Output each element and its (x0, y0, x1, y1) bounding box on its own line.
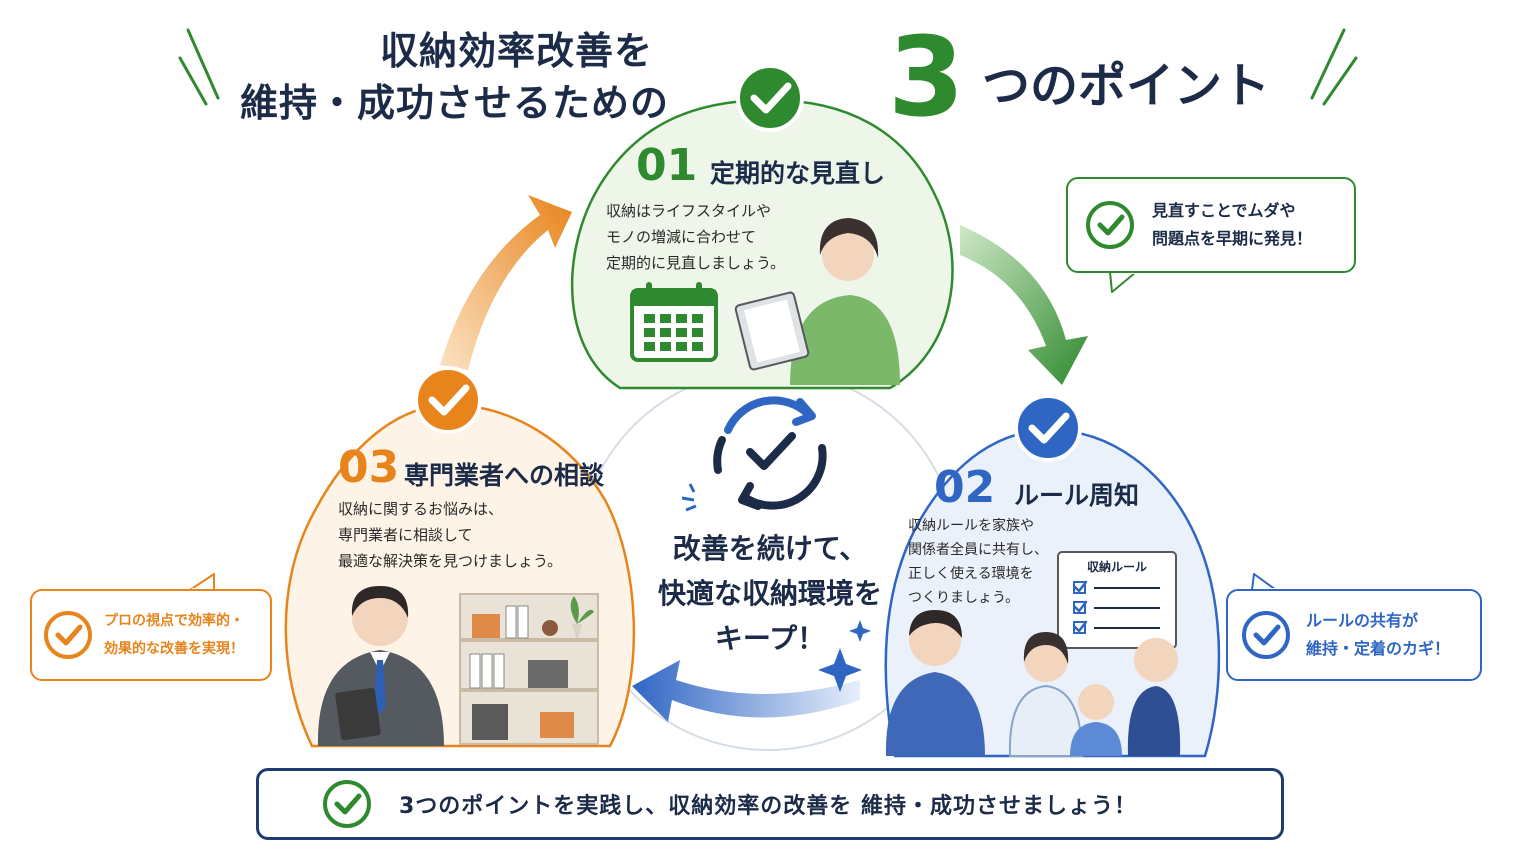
check-circle-icon (323, 780, 371, 828)
card-03-description: 収納に関するお悩みは、 専門業者に相談して 最適な解決策を見つけましょう。 (338, 496, 562, 574)
card-03-title: 専門業者への相談 (404, 461, 605, 490)
family-illustration (885, 610, 1181, 757)
card-01-check-icon (736, 64, 804, 132)
check-circle-icon (1086, 201, 1134, 249)
bottom-banner-text: 3つのポイントを実践し、収納効率の改善を 維持・成功させましょう！ (399, 794, 1137, 819)
callout-review: 見直すことでムダや 問題点を早期に発見！ (1066, 177, 1356, 273)
callout-pro-line: プロの視点で効率的・ (104, 613, 244, 629)
callout-rules-line: ルールの共有が (1306, 611, 1419, 630)
card-02-description: 収納ルールを家族や 関係者全員に共有し、 正しく使える環境を つくりましょう。 (908, 514, 1048, 610)
card-02-desc-line: 関係者全員に共有し、 (908, 542, 1048, 558)
cycle-arrows-icon (713, 396, 827, 510)
center-message-line: 改善を続けて、 (672, 532, 868, 565)
callout-review-line: 問題点を早期に発見！ (1152, 229, 1313, 248)
header-line-2: 維持・成功させるための (240, 81, 670, 125)
card-01-description: 収納はライフスタイルや モノの増減に合わせて 定期的に見直しましょう。 (606, 198, 785, 276)
card-02-desc-line: つくりましょう。 (908, 590, 1020, 606)
card-03-number: 03 (338, 442, 400, 493)
center-message-line: キープ！ (714, 622, 826, 655)
header-accent-right (1310, 28, 1358, 106)
card-02-number: 02 (934, 462, 996, 513)
card-01-desc-line: 収納はライフスタイルや (606, 202, 772, 220)
header-accent-left (178, 28, 220, 106)
card-03-desc-line: 収納に関するお悩みは、 (338, 500, 504, 518)
card-02-check-icon (1014, 394, 1082, 462)
header-points: つのポイント (982, 58, 1271, 114)
check-circle-icon (1242, 611, 1290, 659)
arrow-02-to-03 (632, 660, 860, 722)
callout-pro-line: 効果的な改善を実現！ (104, 641, 244, 657)
shelf-illustration (459, 593, 599, 745)
callout-rules-line: 維持・定着のカギ！ (1306, 639, 1451, 658)
card-02-desc-line: 収納ルールを家族や (908, 518, 1034, 534)
calendar-icon (630, 282, 718, 362)
center-message: 改善を続けて、 快適な収納環境を キープ！ (640, 526, 900, 661)
card-03-desc-line: 最適な解決策を見つけましょう。 (338, 552, 563, 570)
card-02-desc-line: 正しく使える環境を (908, 566, 1034, 582)
bottom-banner: 3つのポイントを実践し、収納効率の改善を 維持・成功させましょう！ (256, 768, 1284, 840)
callout-rules: ルールの共有が 維持・定着のカギ！ (1226, 589, 1482, 681)
arrow-03-to-01 (440, 195, 572, 370)
header-number: 3 (888, 13, 965, 141)
card-01-desc-line: モノの増減に合わせて (606, 228, 757, 246)
woman-with-clipboard-illustration (734, 218, 900, 385)
check-circle-icon (44, 611, 92, 659)
card-03-desc-line: 専門業者に相談して (338, 526, 473, 544)
arrow-01-to-02 (960, 225, 1088, 385)
header-line-1: 収納効率改善を (380, 29, 654, 73)
callout-pro: プロの視点で効率的・ 効果的な改善を実現！ (30, 589, 272, 681)
rule-board-title: 収納ルール (1086, 560, 1147, 574)
center-message-line: 快適な収納環境を (657, 577, 882, 610)
callout-review-line: 見直すことでムダや (1152, 201, 1296, 220)
card-01-title: 定期的な見直し (710, 159, 886, 188)
card-03-check-icon (414, 366, 482, 434)
card-01-desc-line: 定期的に見直しましょう。 (606, 254, 786, 272)
card-02-title: ルール周知 (1014, 481, 1140, 510)
card-01-number: 01 (636, 140, 698, 191)
rule-board-illustration (1057, 551, 1177, 649)
sparkle-icon (681, 483, 871, 692)
consultant-illustration (317, 586, 444, 746)
